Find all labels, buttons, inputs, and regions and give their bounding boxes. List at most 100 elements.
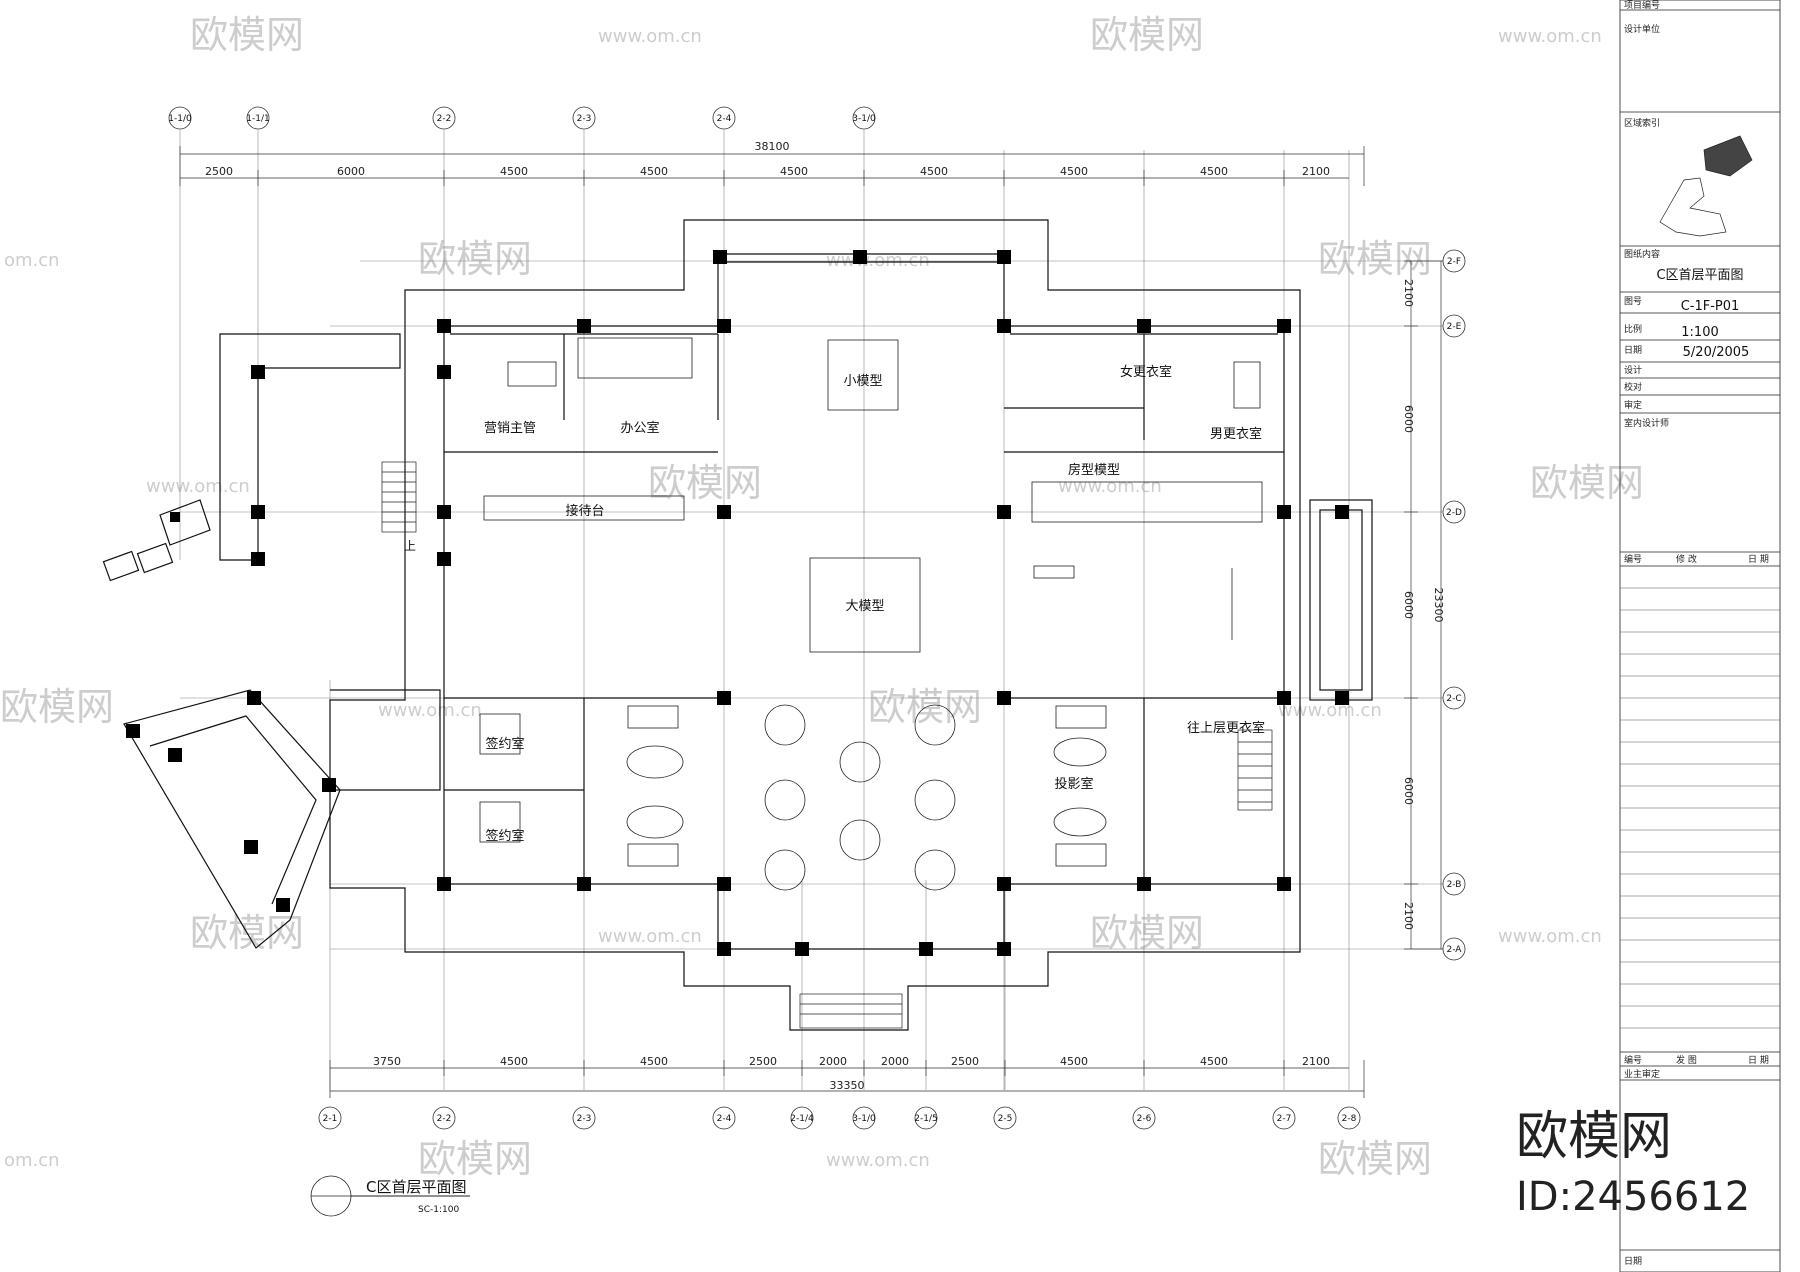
brand-watermark-corner: 欧模网 ID:2456612 <box>1516 1107 1750 1220</box>
stair-up-label: 上 <box>404 539 416 553</box>
bottom-dim: 2500 <box>951 1055 979 1068</box>
drawing-title: C区首层平面图 <box>366 1178 466 1196</box>
axis-label: 2-B <box>1447 880 1462 890</box>
tb-drawing-content: C区首层平面图 <box>1656 268 1743 283</box>
axis-label: 2-3 <box>577 114 592 124</box>
reception-desk <box>483 495 685 521</box>
tb-project-no-label: 项目编号 <box>1624 0 1660 11</box>
axis-label: 2-E <box>1447 322 1462 332</box>
axis-label: 2-1/4 <box>790 1114 814 1124</box>
bottom-dim: 4500 <box>640 1055 668 1068</box>
tb-scale: 1:100 <box>1681 325 1718 340</box>
tb-issue-date: 日 期 <box>1748 1055 1769 1066</box>
top-dim: 6000 <box>337 165 365 178</box>
model-id: ID:2456612 <box>1516 1174 1750 1220</box>
axis-label: 2-4 <box>717 1114 732 1124</box>
room-signing-2: 签约室 <box>485 828 524 844</box>
tb-interior-label: 室内设计师 <box>1624 417 1669 429</box>
watermark-brand: 欧模网 <box>868 685 982 729</box>
building-walls <box>219 219 1373 1031</box>
right-dimension-labels: 2100 6000 6000 6000 2100 23300 <box>1402 279 1445 930</box>
axis-label: 2-2 <box>437 114 452 124</box>
tb-rev-no: 编号 <box>1624 553 1642 565</box>
watermark-url: www.om.cn <box>378 700 482 721</box>
structural-columns <box>126 250 1349 956</box>
tb-issue-no: 编号 <box>1624 1054 1642 1066</box>
bottom-dim: 2500 <box>749 1055 777 1068</box>
right-axis-labels: 2-F 2-E 2-D 2-C 2-B 2-A <box>1446 257 1462 955</box>
brand-logo-text: 欧模网 <box>1516 1107 1672 1167</box>
bottom-dim: 4500 <box>1060 1055 1088 1068</box>
top-axis-markers <box>168 106 876 130</box>
manager-desk <box>507 361 557 387</box>
room-women-changing: 女更衣室 <box>1120 364 1172 380</box>
watermark-brand: 欧模网 <box>418 237 532 281</box>
top-axis-labels: 1-1/0 1-1/1 2-2 2-3 2-4 3-1/0 <box>168 114 876 124</box>
furniture <box>479 337 1263 891</box>
watermark-brand: 欧模网 <box>418 1137 532 1181</box>
tb-drawing-no-label: 图号 <box>1624 296 1642 307</box>
bottom-dim: 3750 <box>373 1055 401 1068</box>
top-dim: 4500 <box>1200 165 1228 178</box>
bottom-axis-labels: 2-1 2-2 2-3 2-4 2-1/4 3-1/0 2-1/5 2-5 2-… <box>323 1114 1357 1124</box>
axis-label: 1-1/0 <box>168 114 192 124</box>
tb-check-label: 校对 <box>1624 381 1642 393</box>
title-block-revision-lines <box>1620 587 1780 1029</box>
tb-scale-label: 比例 <box>1624 323 1642 335</box>
room-sales-manager: 营销主管 <box>484 421 536 436</box>
bottom-dim: 2000 <box>881 1055 909 1068</box>
axis-label: 2-C <box>1446 694 1461 704</box>
bottom-dim: 2100 <box>1302 1055 1330 1068</box>
room-reception: 接待台 <box>565 503 604 519</box>
room-big-model: 大模型 <box>845 599 884 614</box>
right-overall-dimension: 23300 <box>1432 588 1445 623</box>
watermark-brand: 欧模网 <box>1318 237 1432 281</box>
top-dim: 4500 <box>1060 165 1088 178</box>
bottom-dim: 2000 <box>819 1055 847 1068</box>
right-dim: 2100 <box>1402 279 1415 307</box>
tb-date: 5/20/2005 <box>1683 345 1750 360</box>
axis-label: 2-3 <box>577 1114 592 1124</box>
room-projection: 投影室 <box>1054 776 1093 792</box>
bottom-dim: 4500 <box>500 1055 528 1068</box>
tb-zone-index-label: 区域索引 <box>1624 117 1660 129</box>
drawing-scale: SC-1:100 <box>418 1205 459 1215</box>
axis-label: 2-8 <box>1342 1114 1357 1124</box>
left-slanted-wing <box>102 499 341 949</box>
axis-label: 1-1/1 <box>246 114 269 124</box>
room-men-changing: 男更衣室 <box>1210 426 1262 442</box>
axis-grid <box>179 130 1450 1090</box>
tb-date-label: 日期 <box>1624 345 1642 356</box>
room-upper-changing: 往上层更衣室 <box>1187 720 1265 736</box>
axis-label: 2-6 <box>1137 1114 1152 1124</box>
watermark-brand: 欧模网 <box>648 461 762 505</box>
tb-bottom-label: 日期 <box>1624 1256 1642 1267</box>
room-house-model: 房型模型 <box>1068 462 1120 478</box>
top-dim: 4500 <box>920 165 948 178</box>
top-dim: 2500 <box>205 165 233 178</box>
room-signing-1: 签约室 <box>485 736 524 752</box>
right-axis-markers <box>1442 249 1466 961</box>
watermark-url: om.cn <box>4 250 60 271</box>
axis-label: 2-F <box>1447 257 1461 267</box>
watermark-url: www.om.cn <box>1498 926 1602 947</box>
right-dim: 6000 <box>1402 405 1415 433</box>
watermark-url: www.om.cn <box>826 1150 930 1171</box>
top-dim: 4500 <box>780 165 808 178</box>
bottom-dimension-labels: 3750 4500 4500 2500 2000 2000 2500 4500 … <box>373 1055 1330 1092</box>
right-dim: 6000 <box>1402 591 1415 619</box>
top-dimension-labels: 2500 6000 4500 4500 4500 4500 4500 4500 … <box>205 165 1330 178</box>
watermark-brand: 欧模网 <box>190 13 304 57</box>
tb-drawing-no: C-1F-P01 <box>1681 299 1740 314</box>
axis-label: 2-5 <box>998 1114 1013 1124</box>
house-model-shelf <box>1031 481 1263 523</box>
axis-label: 2-1/5 <box>914 1114 937 1124</box>
room-labels: 营销主管 办公室 接待台 小模型 大模型 女更衣室 男更衣室 房型模型 签约室 … <box>404 364 1265 844</box>
tb-rev-change: 修 改 <box>1676 553 1697 565</box>
axis-label: 3-1/0 <box>852 1114 876 1124</box>
watermark-brand: 欧模网 <box>1090 13 1204 57</box>
tb-design-label: 设计 <box>1624 364 1642 376</box>
axis-label: 2-4 <box>717 114 732 124</box>
watermark-brand: 欧模网 <box>1530 461 1644 505</box>
tb-drawing-content-label: 图纸内容 <box>1624 248 1660 260</box>
